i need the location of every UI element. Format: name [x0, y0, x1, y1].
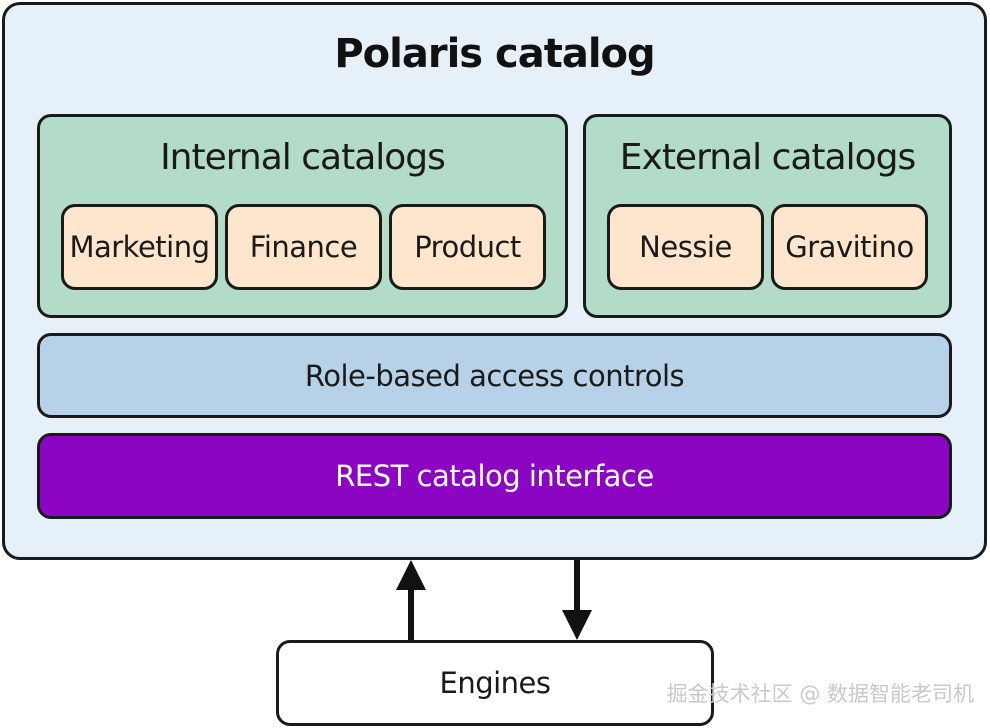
- role-based-access-controls-layer: Role-based access controls: [37, 333, 952, 418]
- catalog-item-nessie: Nessie: [607, 204, 764, 290]
- rest-catalog-interface-layer: REST catalog interface: [37, 433, 952, 519]
- arrow-up-to-catalog: [396, 560, 426, 640]
- watermark-text: 掘金技术社区 @ 数据智能老司机: [666, 682, 974, 706]
- internal-catalogs-title: Internal catalogs: [160, 137, 446, 178]
- catalog-item-gravitino: Gravitino: [771, 204, 928, 290]
- catalog-item-marketing: Marketing: [61, 204, 218, 290]
- engines-box: Engines: [276, 640, 714, 726]
- diagram-title: Polaris catalog: [334, 31, 655, 77]
- arrow-down-to-engines: [562, 560, 592, 640]
- catalog-item-product: Product: [389, 204, 546, 290]
- catalog-item-finance: Finance: [225, 204, 382, 290]
- external-catalogs-title: External catalogs: [619, 137, 916, 178]
